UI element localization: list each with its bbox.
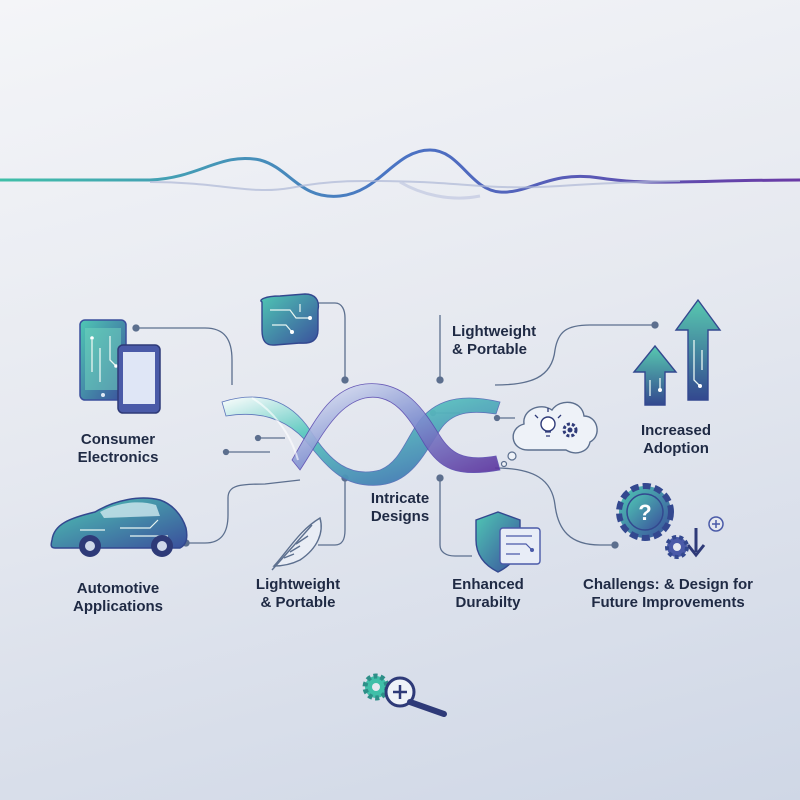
magnifier-gear-icon: [362, 673, 447, 717]
label-lightweight-portable-bottom: Lightweight & Portable: [255, 576, 341, 611]
growth-arrows-icon: [632, 298, 722, 406]
label-intricate-designs: Intricate Designs: [370, 490, 430, 525]
cloud-idea-icon: [500, 401, 598, 468]
label-challenges-future-improvements: Challengs: & Design for Future Improveme…: [582, 576, 754, 611]
car-icon: [50, 497, 188, 557]
svg-text:?: ?: [638, 500, 651, 525]
label-enhanced-durability: Enhanced Durabilty: [452, 576, 524, 611]
label-lightweight-portable-top: Lightweight & Portable: [452, 323, 537, 358]
smartphone-tablet-icon: [79, 319, 161, 414]
label-automotive-applications: Automotive Applications: [72, 580, 164, 615]
label-increased-adoption: Increased Adoption: [640, 422, 712, 457]
shield-circuit-icon: [475, 511, 541, 573]
flexible-circuit-icon: [260, 293, 320, 346]
label-consumer-electronics: Consumer Electronics: [77, 431, 159, 466]
feather-icon: [271, 516, 322, 571]
top-wave: [0, 148, 800, 200]
gear-question-icon: ?: [616, 483, 724, 559]
ribbon-helix-icon: [221, 383, 501, 486]
